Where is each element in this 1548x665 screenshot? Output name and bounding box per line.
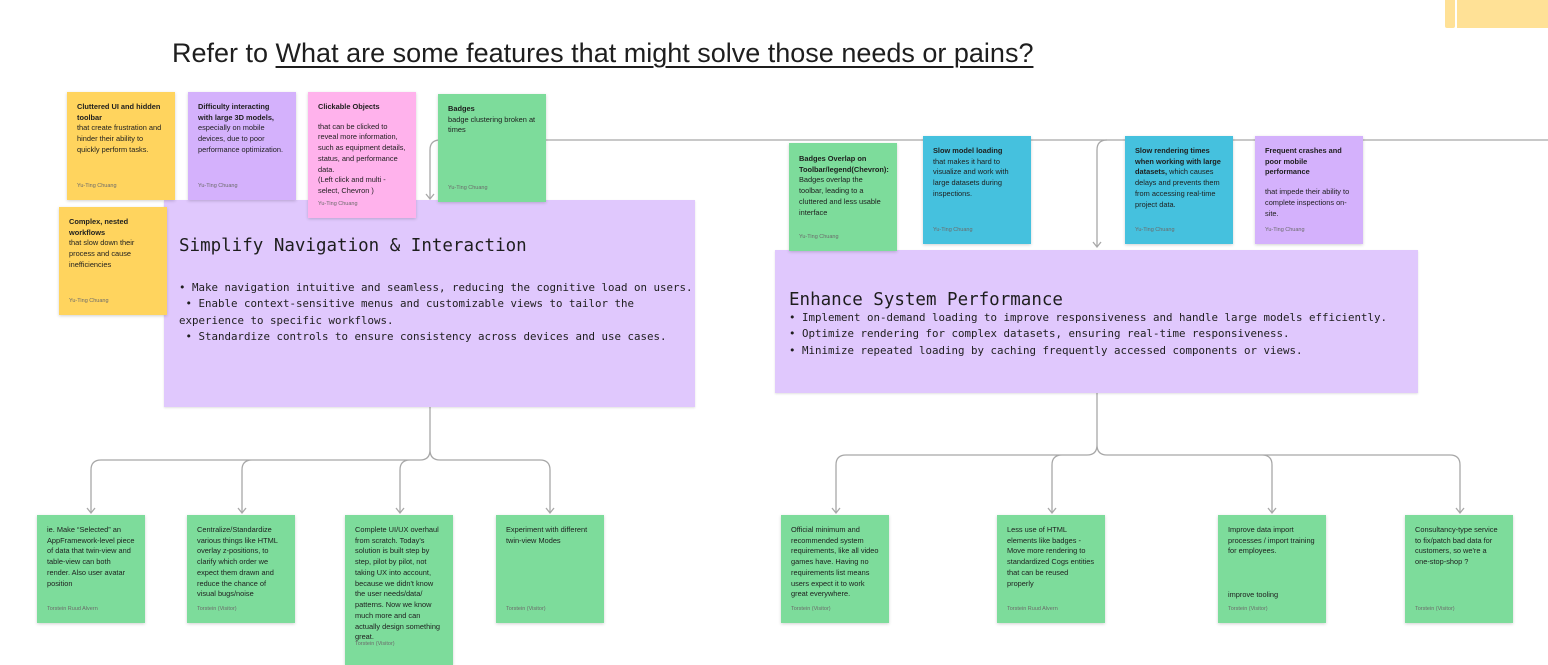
note-text: that can be clicked to reveal more infor… — [318, 121, 406, 196]
theme-bullet: • Optimize rendering for complex dataset… — [789, 327, 1290, 341]
title-prefix: Refer to — [172, 38, 276, 68]
note-author: Torstein (Visitor) — [1415, 606, 1455, 613]
note-text: Badges overlap the toolbar, leading to a… — [799, 175, 881, 217]
note-heading: Frequent crashes and poor mobile perform… — [1265, 146, 1342, 177]
note-author: Torstein (Visitor) — [791, 606, 831, 613]
note-text: Centralize/Standardize various things li… — [197, 525, 278, 599]
solution-note[interactable]: Complete UI/UX overhaul from scratch. To… — [345, 515, 453, 665]
note-text: Experiment with different twin-view Mode… — [506, 525, 588, 545]
note-text: Less use of HTML elements like badges - … — [1007, 525, 1095, 588]
solution-note[interactable]: Official minimum and recommended system … — [781, 515, 889, 623]
note-text: Official minimum and recommended system … — [791, 525, 879, 599]
note-heading: Cluttered UI and hidden toolbar — [77, 102, 161, 122]
theme-bullet: • Standardize controls to ensure consist… — [179, 329, 667, 343]
yellow-shape[interactable] — [1457, 0, 1548, 28]
note-heading: Clickable Objects — [318, 102, 380, 111]
sticky-note[interactable]: Slow model loading that makes it hard to… — [923, 136, 1031, 244]
sticky-note[interactable]: Slow rendering times when working with l… — [1125, 136, 1233, 244]
note-text: that create frustration and hinder their… — [77, 123, 162, 154]
solution-note[interactable]: Less use of HTML elements like badges - … — [997, 515, 1105, 623]
note-text: ie. Make “Selected” an AppFramework-leve… — [47, 525, 135, 588]
title-link[interactable]: What are some features that might solve … — [275, 38, 1034, 68]
theme-title: Simplify Navigation & Interaction — [179, 236, 527, 256]
connector-right-tree — [835, 393, 1461, 512]
note-author: Yu-Ting Chuang — [799, 234, 839, 241]
sticky-note[interactable]: Cluttered UI and hidden toolbar that cre… — [67, 92, 175, 200]
note-text: badge clustering broken at times — [448, 114, 536, 135]
note-extra-text: improve tooling — [1228, 590, 1279, 599]
note-author: Yu-Ting Chuang — [77, 183, 117, 190]
note-text: that slow down their process and cause i… — [69, 238, 135, 269]
note-author: Torstein (Visitor) — [506, 606, 546, 613]
note-text: especially on mobile devices, due to poo… — [198, 123, 284, 154]
note-heading: Badges Overlap on Toolbar/legend(Chevron… — [799, 154, 889, 174]
note-text: Consultancy-type service to fix/patch ba… — [1415, 525, 1498, 567]
note-author: Yu-Ting Chuang — [318, 201, 358, 208]
note-text: Improve data import processes / import t… — [1228, 525, 1315, 556]
connector-top-right — [1096, 139, 1108, 246]
note-author: Torstein Ruud Alvern — [47, 606, 98, 613]
solution-note[interactable]: ie. Make “Selected” an AppFramework-leve… — [37, 515, 145, 623]
solution-note[interactable]: Improve data import processes / import t… — [1218, 515, 1326, 623]
sticky-note[interactable]: Badges Overlap on Toolbar/legend(Chevron… — [789, 143, 897, 251]
theme-bullet: • Enable context-sensitive menus and cus… — [179, 297, 635, 327]
note-text: Complete UI/UX overhaul from scratch. To… — [355, 525, 441, 642]
note-author: Yu-Ting Chuang — [1265, 227, 1305, 234]
note-text: that impede their ability to complete in… — [1265, 187, 1350, 218]
note-author: Torstein (Visitor) — [355, 641, 395, 648]
note-author: Yu-Ting Chuang — [448, 185, 488, 192]
note-author: Yu-Ting Chuang — [198, 183, 238, 190]
solution-note[interactable]: Centralize/Standardize various things li… — [187, 515, 295, 623]
note-heading: Slow model loading — [933, 146, 1003, 155]
theme-title: Enhance System Performance — [789, 290, 1063, 310]
note-author: Yu-Ting Chuang — [1135, 227, 1175, 234]
yellow-shape-small[interactable] — [1445, 0, 1455, 28]
theme-bullet: • Implement on-demand loading to improve… — [789, 311, 1388, 324]
sticky-note[interactable]: Complex, nested workflows that slow down… — [59, 207, 167, 315]
solution-note[interactable]: Experiment with different twin-view Mode… — [496, 515, 604, 623]
connector-left-tree — [90, 407, 551, 512]
note-author: Torstein (Visitor) — [197, 606, 237, 613]
note-heading: Difficulty interacting with large 3D mod… — [198, 102, 274, 122]
sticky-note[interactable]: Frequent crashes and poor mobile perform… — [1255, 136, 1363, 244]
note-heading: Complex, nested workflows — [69, 217, 129, 237]
note-author: Yu-Ting Chuang — [933, 227, 973, 234]
arrowheads — [86, 193, 1465, 515]
page-title: Refer to What are some features that mig… — [172, 38, 1033, 69]
note-heading: Badges — [448, 104, 475, 113]
solution-note[interactable]: Consultancy-type service to fix/patch ba… — [1405, 515, 1513, 623]
note-author: Torstein Ruud Alvern — [1007, 606, 1058, 613]
note-heading: Slow rendering times when working with l… — [1135, 146, 1221, 177]
theme-box-performance[interactable]: Enhance System Performance • Implement o… — [775, 250, 1418, 393]
sticky-note[interactable]: Clickable Objects that can be clicked to… — [308, 92, 416, 218]
theme-bullet: • Make navigation intuitive and seamless… — [179, 281, 693, 294]
theme-box-navigation[interactable]: Simplify Navigation & Interaction • Make… — [164, 200, 695, 407]
sticky-note[interactable]: Badges badge clustering broken at times … — [438, 94, 546, 202]
theme-bullet: • Minimize repeated loading by caching f… — [789, 343, 1303, 357]
note-author: Torstein (Visitor) — [1228, 606, 1268, 613]
note-text: that makes it hard to visualize and work… — [933, 156, 1009, 198]
note-text: which causes delays and prevents them fr… — [1135, 167, 1220, 209]
note-author: Yu-Ting Chuang — [69, 298, 109, 305]
sticky-note[interactable]: Difficulty interacting with large 3D mod… — [188, 92, 296, 200]
